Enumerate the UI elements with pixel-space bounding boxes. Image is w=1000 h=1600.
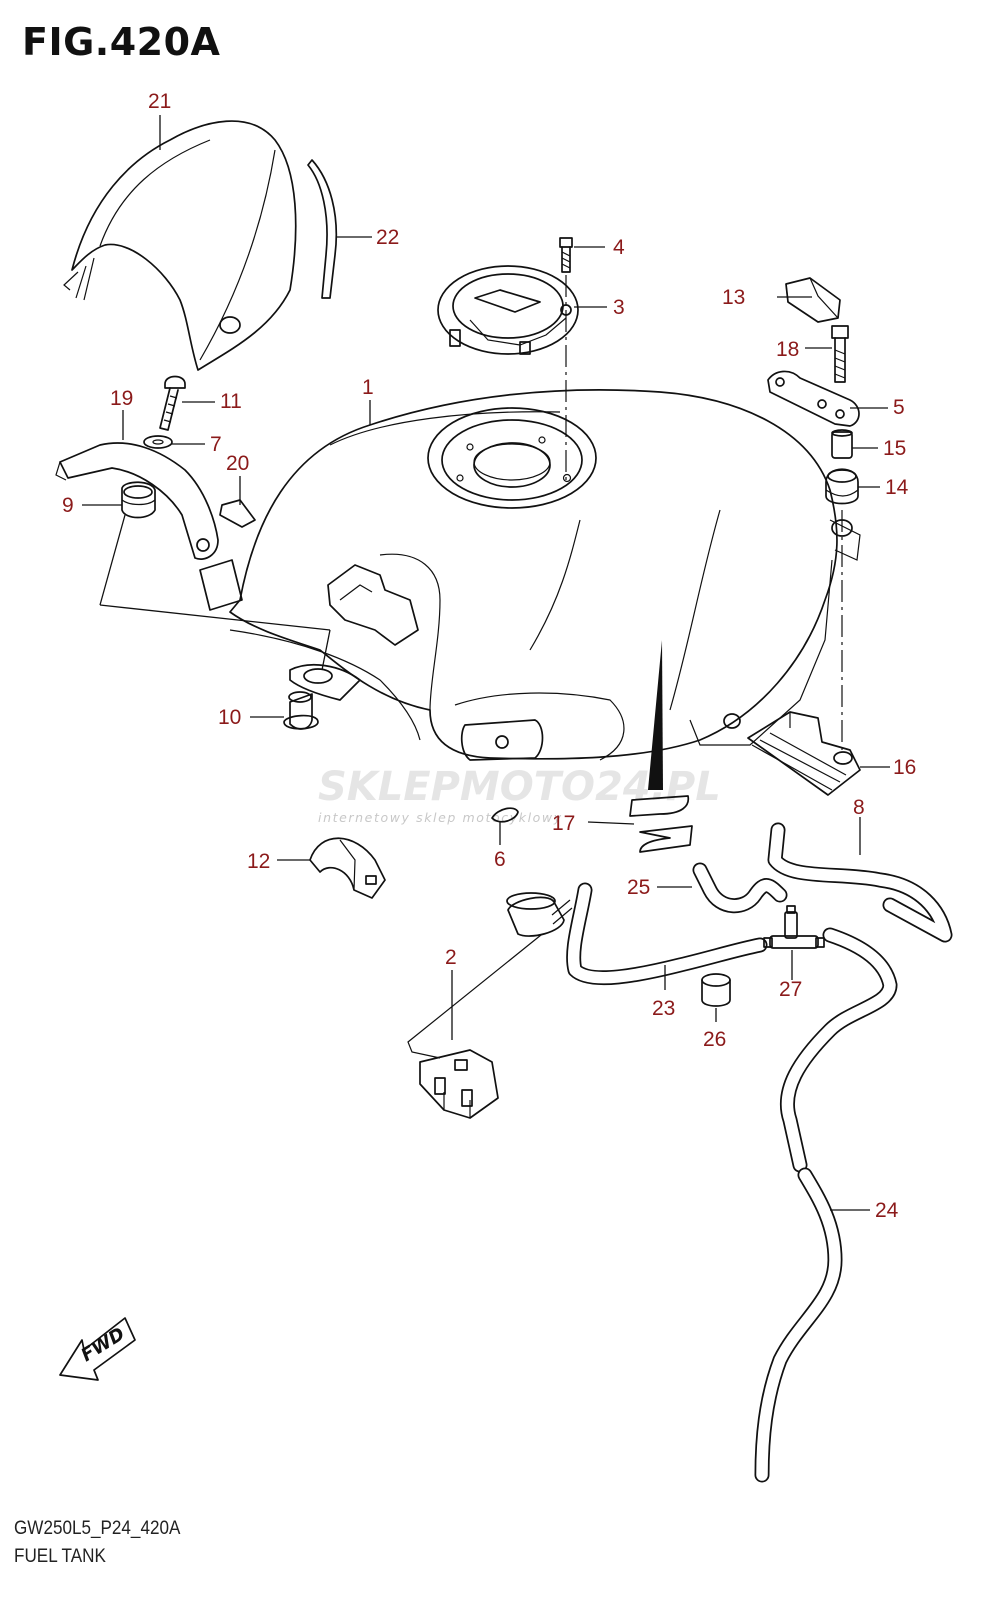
part-rubber-pad-20: [219, 499, 256, 528]
part-hose-24: [754, 927, 898, 1483]
part-washer-7: [143, 435, 173, 449]
callout-4: 4: [613, 236, 625, 259]
part-screw-4: [559, 237, 573, 273]
leader-lines: [82, 115, 890, 1211]
figure-title: FIG.420A: [22, 20, 221, 64]
figure-name: FUEL TANK: [14, 1546, 106, 1567]
callout-11: 11: [220, 390, 242, 413]
part-sleeve-26: [701, 973, 731, 1007]
part-bolt-18: [831, 325, 849, 383]
part-filler-cap: [437, 265, 579, 355]
assembly-lines: [99, 275, 843, 755]
callout-27: 27: [779, 978, 802, 1001]
callout-18: 18: [776, 338, 799, 361]
part-bolt-11: [159, 375, 186, 431]
callout-9: 9: [62, 494, 74, 517]
callout-26: 26: [703, 1028, 726, 1051]
callout-17: 17: [552, 812, 575, 835]
part-clamp-12: [309, 837, 386, 899]
part-fuel-gauge: [407, 892, 573, 1119]
part-grommet-10: [283, 691, 319, 730]
part-hose-25: [692, 862, 788, 914]
callout-20: 20: [226, 452, 249, 475]
part-rubber-block-13: [785, 277, 841, 323]
part-decal-17: [629, 795, 693, 853]
callout-16: 16: [893, 756, 916, 779]
callout-25: 25: [627, 876, 650, 899]
callout-10: 10: [218, 706, 241, 729]
part-collar-15: [831, 429, 853, 459]
part-t-joint-27: [763, 905, 825, 949]
callout-23: 23: [652, 997, 675, 1020]
callout-15: 15: [883, 437, 906, 460]
part-bracket-19: [55, 442, 219, 560]
part-grommet-9: [121, 481, 156, 519]
callout-5: 5: [893, 396, 905, 419]
watermark-tagline: internetowy sklep motocyklowy: [318, 810, 563, 825]
callout-12: 12: [247, 850, 270, 873]
part-hose-23: [566, 882, 768, 986]
fwd-label: FWD: [78, 1323, 129, 1366]
part-tank-cover: [63, 120, 297, 371]
callout-8: 8: [853, 796, 865, 819]
part-hose-8: [767, 822, 953, 943]
callout-24: 24: [875, 1199, 899, 1222]
part-bracket-plate-5: [767, 370, 860, 427]
callout-19: 19: [110, 387, 133, 410]
part-rubber-strip-16: [747, 711, 861, 796]
callout-13: 13: [722, 286, 745, 309]
callout-1: 1: [362, 376, 374, 399]
part-fuel-tank: [199, 389, 861, 761]
callout-7: 7: [210, 433, 222, 456]
callout-6: 6: [494, 848, 506, 871]
callout-22: 22: [376, 226, 399, 249]
part-trim-strip: [307, 159, 338, 299]
callout-3: 3: [613, 296, 625, 319]
part-cushion-14: [825, 468, 859, 505]
callout-14: 14: [885, 476, 909, 499]
callout-21: 21: [148, 90, 171, 113]
part-clip-6: [491, 807, 519, 823]
callout-labels: 21 22 4 3 13 18 5 15 14 16 1 19 11 7 20 …: [62, 90, 916, 1222]
fwd-arrow: FWD: [59, 1317, 136, 1381]
callout-2: 2: [445, 946, 457, 969]
figure-code: GW250L5_P24_420A: [14, 1518, 181, 1539]
part-tank-emblem-strip: [648, 640, 663, 790]
